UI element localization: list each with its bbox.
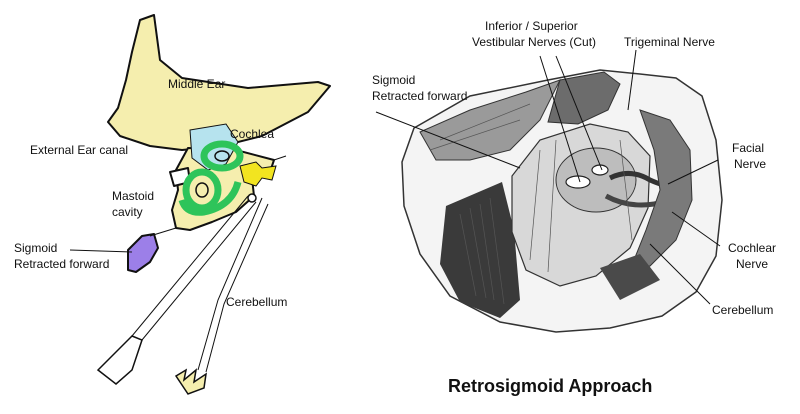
cochlea-lower-inner: [195, 182, 209, 198]
label-middle-ear: Middle Ear: [168, 77, 225, 91]
right-illustration: Inferior / Superior Vestibular Nerves (C…: [372, 19, 776, 396]
label-cerebellum-left: Cerebellum: [226, 295, 287, 309]
retractor-handle: [96, 335, 143, 385]
retractor: [96, 193, 257, 385]
internal-auditory-canal: [555, 147, 637, 213]
cerebellum-retractor: [174, 197, 269, 395]
cochlea-upper-coil: [200, 140, 244, 172]
label-external-ear-canal: External Ear canal: [30, 143, 128, 157]
label-sigmoid-left-2: Retracted forward: [14, 257, 109, 271]
sigmoid-leader-left: [69, 249, 133, 253]
internal-auditory-nerve: [239, 161, 277, 187]
left-schematic: Middle Ear Cochlea External Ear canal Ma…: [14, 14, 331, 395]
vessels: [629, 109, 693, 271]
cochlea-lower-coil: [182, 168, 222, 212]
label-sigmoid-left-1: Sigmoid: [14, 241, 57, 255]
label-sigmoid-right-2: Retracted forward: [372, 89, 467, 103]
cut-vestibular-nerve-1: [565, 175, 591, 189]
label-mastoid-2: cavity: [112, 205, 143, 219]
retractor-tip: [247, 193, 257, 203]
label-vestibular-2: Vestibular Nerves (Cut): [472, 35, 596, 49]
sigmoid-wall: [440, 182, 520, 318]
hatching: [429, 103, 633, 305]
label-cochlear-2: Nerve: [736, 257, 768, 271]
label-cochlear-1: Cochlear: [728, 241, 776, 255]
label-facial-2: Nerve: [734, 157, 766, 171]
label-cochlea: Cochlea: [230, 127, 274, 141]
cut-vestibular-nerve-2: [591, 164, 609, 176]
bone-outline-lower: [149, 155, 287, 237]
cochlea-upper-inner: [214, 150, 230, 162]
label-vestibular-1: Inferior / Superior: [485, 19, 578, 33]
label-sigmoid-right-1: Sigmoid: [372, 73, 415, 87]
figure-title: Retrosigmoid Approach: [448, 376, 652, 396]
leader-lines: [375, 49, 721, 305]
label-trigeminal: Trigeminal Nerve: [624, 35, 715, 49]
cerebellum-edge: [174, 368, 207, 395]
cochlea: [178, 140, 244, 216]
label-cerebellum-right: Cerebellum: [712, 303, 773, 317]
label-facial-1: Facial: [732, 141, 764, 155]
lower-groove: [600, 254, 660, 300]
tentorium: [547, 71, 621, 125]
cochlea-duct: [178, 180, 242, 216]
sigmoid-sinus: [127, 233, 159, 273]
label-mastoid-1: Mastoid: [112, 189, 154, 203]
temporal-bone: [107, 14, 331, 151]
